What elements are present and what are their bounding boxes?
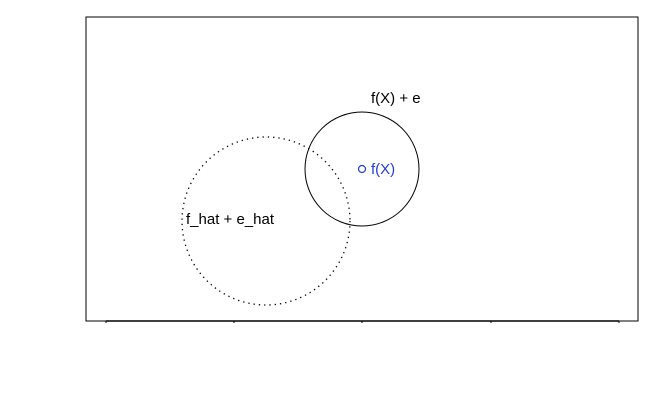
true-model-label: f(X) + e — [371, 90, 421, 107]
plot-frame — [85, 16, 639, 322]
estimate-circle — [181, 136, 351, 306]
true-point-label: f(X) — [371, 161, 395, 178]
true-model-circle — [304, 111, 420, 227]
estimate-label: f_hat + e_hat — [186, 211, 275, 228]
x-axis — [105, 320, 620, 323]
true-point-marker — [357, 164, 367, 174]
